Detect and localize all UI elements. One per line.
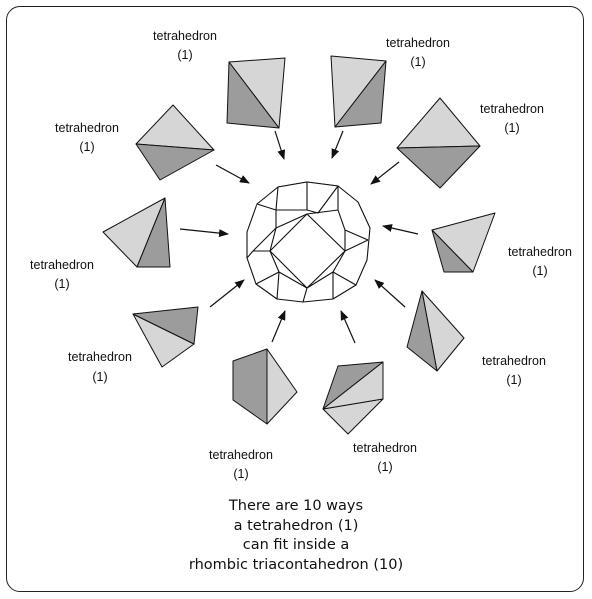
tetrahedron-7 — [232, 348, 298, 425]
tetrahedron-10 — [135, 104, 215, 181]
arrow-2 — [331, 130, 344, 159]
count-tetra-1: (1) — [177, 48, 192, 62]
count-tetra-8: (1) — [92, 370, 107, 384]
tetrahedron-8 — [132, 306, 199, 368]
caption: There are 10 ways a tetrahedron (1) can … — [0, 497, 592, 575]
label-tetra-2: tetrahedron — [386, 36, 450, 50]
count-tetra-10: (1) — [79, 140, 94, 154]
diagram-frame — [6, 6, 584, 592]
arrow-9 — [179, 228, 229, 238]
labels: tetrahedron (1) tetrahedron (1) tetrahed… — [30, 29, 572, 481]
caption-line-4: rhombic triacontahedron (10) — [188, 556, 404, 573]
arrow-10 — [215, 164, 250, 184]
arrow-4 — [382, 224, 419, 235]
count-tetra-4: (1) — [532, 264, 547, 278]
tetrahedron-2 — [330, 55, 387, 128]
count-tetra-3: (1) — [504, 121, 519, 135]
label-tetra-8: tetrahedron — [68, 350, 132, 364]
caption-line-1: There are 10 ways — [228, 498, 364, 514]
tetrahedron-5 — [406, 290, 465, 372]
label-tetra-9: tetrahedron — [30, 258, 94, 272]
tetrahedron-4 — [431, 212, 496, 273]
count-tetra-9: (1) — [54, 277, 69, 291]
label-tetra-5: tetrahedron — [482, 354, 546, 368]
tetrahedron-9 — [102, 197, 171, 268]
arrow-1 — [274, 130, 286, 160]
label-tetra-1: tetrahedron — [153, 29, 217, 43]
tetrahedron-3 — [396, 97, 481, 189]
rhombic-triacontahedron — [246, 181, 371, 303]
count-tetra-6: (1) — [377, 460, 392, 474]
label-tetra-7: tetrahedron — [209, 448, 273, 462]
count-tetra-5: (1) — [506, 373, 521, 387]
arrow-5 — [374, 279, 406, 308]
label-tetra-6: tetrahedron — [353, 441, 417, 455]
tetrahedron-6 — [322, 361, 384, 435]
caption-line-2: a tetrahedron (1) — [233, 517, 359, 534]
label-tetra-3: tetrahedron — [480, 102, 544, 116]
arrow-3 — [370, 161, 400, 185]
caption-line-3: can fit inside a — [242, 537, 350, 553]
label-tetra-4: tetrahedron — [508, 245, 572, 259]
arrow-8 — [209, 279, 245, 308]
arrow-7 — [271, 310, 286, 343]
label-tetra-10: tetrahedron — [55, 121, 119, 135]
arrow-6 — [340, 310, 356, 344]
count-tetra-7: (1) — [233, 467, 248, 481]
tetrahedron-1 — [226, 57, 286, 129]
arrows — [179, 130, 419, 344]
count-tetra-2: (1) — [410, 55, 425, 69]
